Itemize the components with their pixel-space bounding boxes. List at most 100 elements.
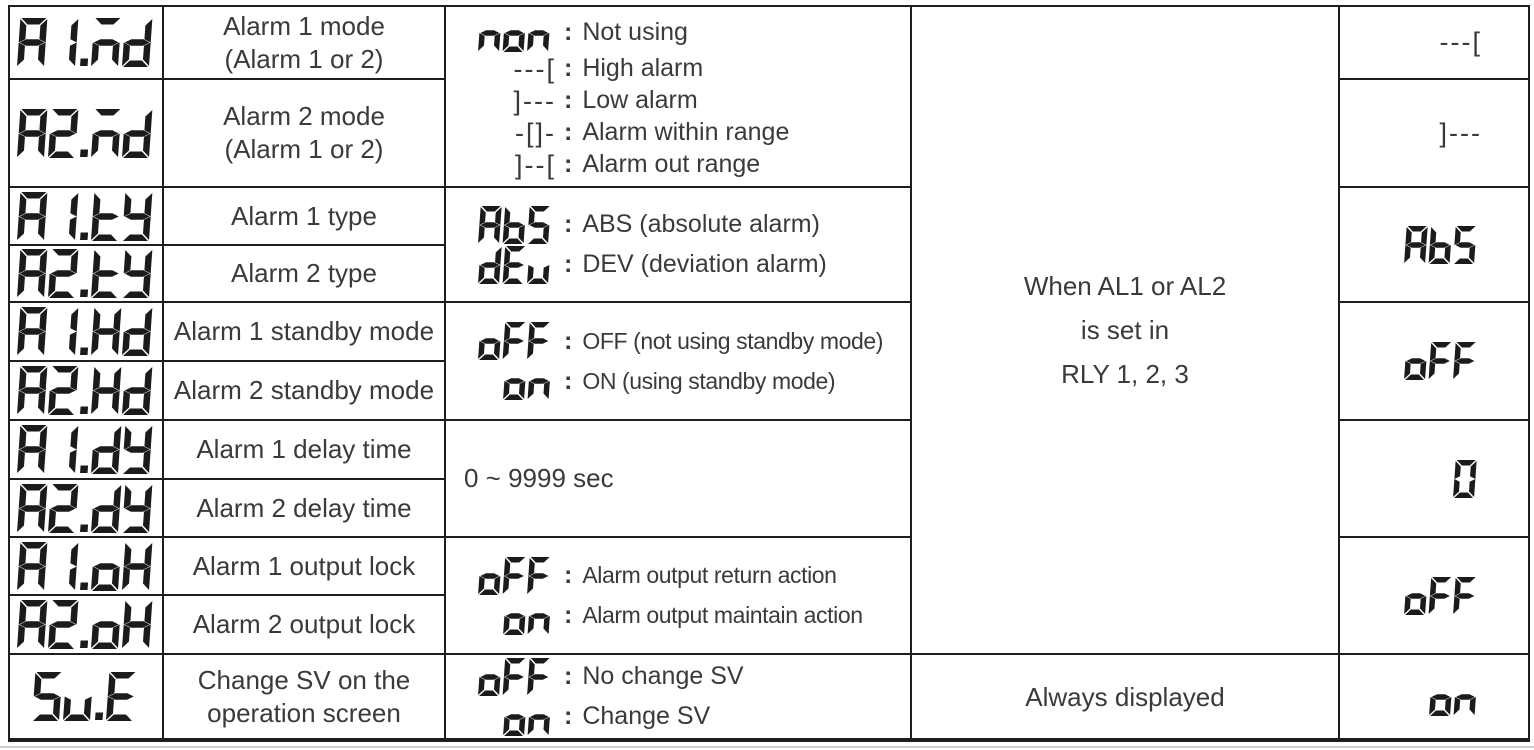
colon: :	[564, 366, 573, 395]
display-code: ---[	[1439, 27, 1482, 57]
param-name-alarm2-standby: Alarm 2 standby mode	[162, 360, 446, 421]
desc-line-lock-on: :Alarm output maintain action	[464, 597, 909, 635]
desc-text: DEV (deviation alarm)	[582, 250, 827, 278]
desc-text: Alarm output return action	[582, 562, 837, 588]
seven-segment-code	[16, 600, 157, 649]
desc-line-lock-off: : Alarm output return action	[464, 556, 909, 595]
desc-text: ON (using standby mode)	[582, 367, 836, 394]
condition-sv-change: Always displayed	[910, 653, 1340, 741]
seven-segment-code	[16, 541, 157, 591]
default-alarm-delay	[1338, 419, 1530, 538]
seven-segment-code	[16, 483, 157, 533]
colon: :	[564, 561, 573, 589]
seven-segment-code	[477, 322, 556, 360]
seven-segment-code	[477, 556, 556, 595]
seven-segment-code	[16, 307, 157, 356]
desc-sv-change: : No change SV : Change SV	[444, 653, 912, 741]
param-name-alarm2-lock: Alarm 2 output lock	[162, 594, 446, 655]
param-code-sv-change	[8, 653, 164, 741]
seven-segment-code	[502, 597, 556, 635]
display-code: ]--[	[515, 149, 556, 180]
desc-alarm-delay: 0 ~ 9999 sec	[444, 419, 912, 538]
condition-alarm-params: When AL1 or AL2 is set in RLY 1, 2, 3	[910, 5, 1340, 655]
param-code-alarm2-type	[8, 244, 164, 303]
default-sv-change	[1338, 653, 1530, 741]
param-name-alarm1-standby: Alarm 1 standby mode	[162, 301, 446, 362]
colon: :	[564, 150, 573, 178]
desc-line-high-alarm: ---[: High alarm	[464, 53, 909, 84]
display-code: ]---	[513, 85, 556, 116]
param-code-alarm1-type	[8, 186, 164, 246]
param-name-alarm2-delay: Alarm 2 delay time	[162, 478, 446, 538]
seven-segment-code	[16, 18, 157, 67]
desc-text: High alarm	[582, 54, 704, 82]
display-code: ---[	[513, 53, 556, 84]
desc-text: Change SV	[582, 702, 711, 730]
desc-line-abs: : ABS (absolute alarm)	[464, 205, 909, 244]
colon: :	[564, 210, 573, 238]
param-name-alarm2-mode: Alarm 2 mode (Alarm 1 or 2)	[162, 78, 446, 188]
desc-text: Alarm within range	[582, 118, 790, 146]
default-alarm1-mode: ---[	[1338, 5, 1530, 80]
seven-segment-code	[502, 698, 556, 736]
seven-segment-code	[477, 205, 556, 244]
colon: :	[564, 250, 573, 278]
desc-text: Low alarm	[582, 86, 698, 114]
seven-segment-code	[502, 362, 556, 400]
param-name-alarm1-mode: Alarm 1 mode (Alarm 1 or 2)	[162, 5, 446, 80]
colon: :	[564, 326, 573, 355]
desc-text: ABS (absolute alarm)	[582, 210, 820, 238]
desc-line-dev: : DEV (deviation alarm)	[464, 245, 909, 284]
param-name-alarm1-lock: Alarm 1 output lock	[162, 536, 446, 596]
condition-line: RLY 1, 2, 3	[1061, 359, 1189, 389]
seven-segment-code	[31, 672, 141, 721]
default-alarm2-mode: ]---	[1338, 78, 1530, 188]
default-alarm-type	[1338, 186, 1530, 303]
display-code: ]---	[1439, 117, 1482, 148]
colon: :	[564, 702, 573, 730]
seven-segment-code	[16, 191, 157, 241]
seven-segment-code	[1403, 225, 1482, 264]
desc-line-sv-on: : Change SV	[464, 698, 909, 736]
desc-line-not-using: :Not using	[464, 14, 909, 52]
desc-alarm-type: : ABS (absolute alarm) : DEV (deviation al…	[444, 186, 912, 303]
desc-text: Alarm out range	[582, 150, 761, 178]
param-code-alarm2-delay	[8, 478, 164, 538]
default-alarm-standby	[1338, 301, 1530, 421]
colon: :	[564, 54, 573, 82]
desc-line-standby-off: : OFF (not using standby mode)	[464, 322, 909, 360]
seven-segment-code	[16, 425, 157, 474]
seven-segment-code	[477, 14, 556, 52]
desc-range-text: 0 ~ 9999 sec	[464, 463, 614, 493]
colon: :	[564, 86, 573, 114]
param-code-alarm1-mode	[8, 5, 164, 80]
seven-segment-code	[477, 657, 556, 696]
desc-line-standby-on: : ON (using standby mode)	[464, 362, 909, 400]
condition-line: is set in	[1080, 315, 1170, 345]
seven-segment-code	[16, 366, 157, 415]
param-code-alarm1-standby	[8, 301, 164, 362]
seven-segment-code	[16, 108, 157, 158]
param-code-alarm1-lock	[8, 536, 164, 596]
desc-line-low-alarm: ]---: Low alarm	[464, 85, 909, 116]
page-divider-line	[0, 746, 1534, 748]
param-code-alarm2-lock	[8, 594, 164, 655]
desc-alarm-lock: : Alarm output return action :Alarm outpu…	[444, 536, 912, 655]
colon: :	[564, 118, 573, 146]
display-code: -[]-	[515, 117, 556, 148]
desc-text: No change SV	[582, 662, 744, 690]
seven-segment-code	[1403, 342, 1482, 380]
desc-text: OFF (not using standby mode)	[582, 327, 884, 354]
param-code-alarm2-standby	[8, 360, 164, 421]
colon: :	[564, 601, 573, 629]
param-name-alarm2-type: Alarm 2 type	[162, 244, 446, 303]
colon: :	[564, 18, 573, 46]
param-name-alarm1-delay: Alarm 1 delay time	[162, 419, 446, 480]
seven-segment-code	[1452, 459, 1482, 498]
default-alarm-lock	[1338, 536, 1530, 655]
param-code-alarm1-delay	[8, 419, 164, 480]
colon: :	[564, 662, 573, 690]
seven-segment-code	[16, 249, 157, 298]
desc-line-out-range: ]--[: Alarm out range	[464, 149, 909, 180]
alarm-parameter-table: Alarm 1 mode (Alarm 1 or 2) :Not using -…	[8, 5, 1530, 742]
